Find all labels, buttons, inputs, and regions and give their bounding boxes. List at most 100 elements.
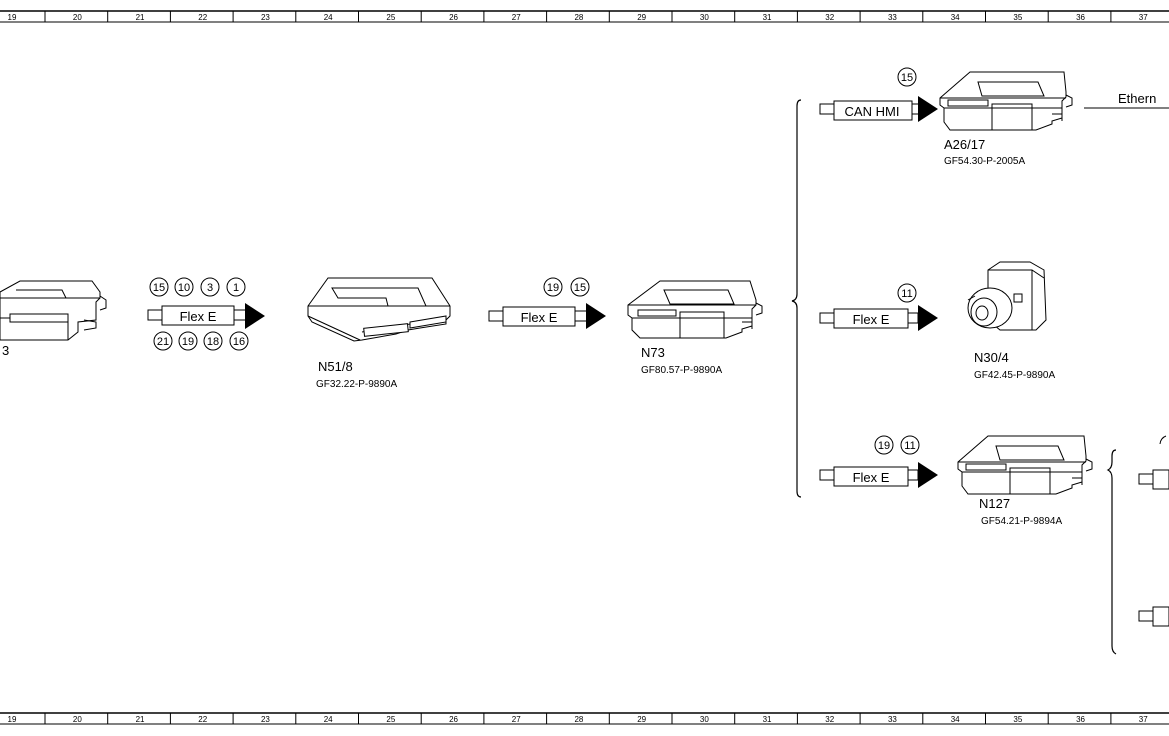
ruler-number: 35 bbox=[1013, 13, 1022, 22]
device-name: N73 bbox=[641, 345, 665, 360]
ruler-number: 26 bbox=[449, 715, 458, 724]
ruler-number: 26 bbox=[449, 13, 458, 22]
ruler-number: 24 bbox=[324, 13, 333, 22]
bus-label: Flex E bbox=[180, 309, 217, 324]
ruler-number: 27 bbox=[512, 13, 521, 22]
ruler-number: 37 bbox=[1139, 13, 1148, 22]
n73-control-unit bbox=[627, 280, 763, 339]
device-code: GF42.45-P-9890A bbox=[974, 370, 1055, 381]
ruler-number: 28 bbox=[574, 715, 583, 724]
svg-text:18: 18 bbox=[207, 336, 219, 348]
a26-control-unit bbox=[939, 71, 1073, 131]
left-partial-control-unit bbox=[0, 280, 107, 341]
partial-connector bbox=[1138, 435, 1169, 490]
device-name: N30/4 bbox=[974, 350, 1009, 365]
svg-text:10: 10 bbox=[178, 282, 190, 294]
ruler-number: 36 bbox=[1076, 13, 1085, 22]
device-code: GF32.22-P-9890A bbox=[316, 379, 397, 390]
bus-label: Flex E bbox=[853, 470, 890, 485]
ruler-number: 20 bbox=[73, 13, 82, 22]
pin-circle: 19 bbox=[178, 331, 198, 351]
svg-text:15: 15 bbox=[901, 72, 913, 84]
branch-bracket bbox=[791, 99, 802, 498]
pin-circle: 1 bbox=[226, 277, 246, 297]
pin-circle: 15 bbox=[570, 277, 590, 297]
ruler-number: 31 bbox=[763, 13, 772, 22]
ruler-number: 20 bbox=[73, 715, 82, 724]
svg-text:3: 3 bbox=[207, 282, 213, 294]
pin-circle: 3 bbox=[200, 277, 220, 297]
device-name: A26/17 bbox=[944, 137, 985, 152]
bus-connector-n127: Flex E bbox=[819, 462, 938, 488]
ethernet-label: Ethern bbox=[1118, 91, 1156, 106]
ruler-number: 30 bbox=[700, 13, 709, 22]
ruler-number: 32 bbox=[825, 13, 834, 22]
ruler-number: 21 bbox=[136, 13, 145, 22]
svg-text:11: 11 bbox=[901, 288, 912, 300]
ruler-number: 33 bbox=[888, 715, 897, 724]
ruler-number: 29 bbox=[637, 13, 646, 22]
ruler-number: 31 bbox=[763, 715, 772, 724]
ruler-number: 29 bbox=[637, 715, 646, 724]
pin-circle: 21 bbox=[153, 331, 173, 351]
svg-text:21: 21 bbox=[157, 336, 169, 348]
n51-control-unit bbox=[307, 277, 451, 342]
ruler-number: 34 bbox=[951, 715, 960, 724]
ruler-number: 19 bbox=[8, 715, 17, 724]
ruler-number: 25 bbox=[386, 715, 395, 724]
ruler-number: 37 bbox=[1139, 715, 1148, 724]
partial-connector bbox=[1138, 606, 1169, 627]
ruler-number: 34 bbox=[951, 13, 960, 22]
ruler-number: 36 bbox=[1076, 715, 1085, 724]
bus-connector-1: Flex E bbox=[147, 303, 265, 329]
branch-bracket-secondary bbox=[1106, 449, 1117, 655]
svg-text:1: 1 bbox=[233, 282, 239, 294]
svg-text:15: 15 bbox=[153, 282, 165, 294]
pin-circle: 19 bbox=[543, 277, 563, 297]
svg-text:19: 19 bbox=[547, 282, 559, 294]
bus-connector-can-hmi: CAN HMI bbox=[819, 96, 938, 122]
pin-circle: 11 bbox=[900, 435, 920, 455]
device-code: GF54.21-P-9894A bbox=[981, 516, 1062, 527]
bus-label: Flex E bbox=[853, 312, 890, 327]
ruler-number: 35 bbox=[1013, 715, 1022, 724]
left-partial-label: 3 bbox=[2, 343, 9, 358]
bottom-ruler: 19 20 21 22 23 24 25 26 27 28 29 30 31 32 33 34 35 36 37 bbox=[0, 712, 1169, 725]
svg-text:16: 16 bbox=[233, 336, 245, 348]
device-name: N127 bbox=[979, 496, 1010, 511]
ruler-number: 23 bbox=[261, 715, 270, 724]
ruler-number: 27 bbox=[512, 715, 521, 724]
pin-circle: 10 bbox=[174, 277, 194, 297]
ruler-number: 30 bbox=[700, 715, 709, 724]
bus-label: CAN HMI bbox=[845, 104, 900, 119]
ruler-number: 19 bbox=[8, 13, 17, 22]
ruler-number: 24 bbox=[324, 715, 333, 724]
device-code: GF80.57-P-9890A bbox=[641, 365, 722, 376]
pin-circle: 19 bbox=[874, 435, 894, 455]
device-name: N51/8 bbox=[318, 359, 353, 374]
n30-hydraulic-unit bbox=[967, 261, 1047, 331]
bus-connector-2: Flex E bbox=[488, 303, 606, 329]
bus-connector-n30: Flex E bbox=[819, 305, 938, 331]
top-ruler: 19 20 21 22 23 24 25 26 27 28 29 30 31 32 33 34 35 36 37 bbox=[0, 10, 1169, 23]
pin-circle: 16 bbox=[229, 331, 249, 351]
device-code: GF54.30-P-2005A bbox=[944, 156, 1025, 167]
pin-circle: 11 bbox=[897, 283, 917, 303]
ruler-number: 32 bbox=[825, 715, 834, 724]
svg-text:15: 15 bbox=[574, 282, 586, 294]
n127-control-unit bbox=[957, 435, 1093, 495]
pin-circle: 15 bbox=[897, 67, 917, 87]
bus-label: Flex E bbox=[521, 310, 558, 325]
pin-circle: 18 bbox=[203, 331, 223, 351]
ruler-number: 22 bbox=[198, 715, 207, 724]
svg-text:19: 19 bbox=[182, 336, 194, 348]
ruler-number: 21 bbox=[136, 715, 145, 724]
ruler-number: 23 bbox=[261, 13, 270, 22]
ruler-number: 28 bbox=[574, 13, 583, 22]
ruler-number: 22 bbox=[198, 13, 207, 22]
pin-circle: 15 bbox=[149, 277, 169, 297]
svg-text:19: 19 bbox=[878, 440, 890, 452]
ruler-number: 25 bbox=[386, 13, 395, 22]
ruler-number: 33 bbox=[888, 13, 897, 22]
svg-text:11: 11 bbox=[904, 440, 915, 452]
